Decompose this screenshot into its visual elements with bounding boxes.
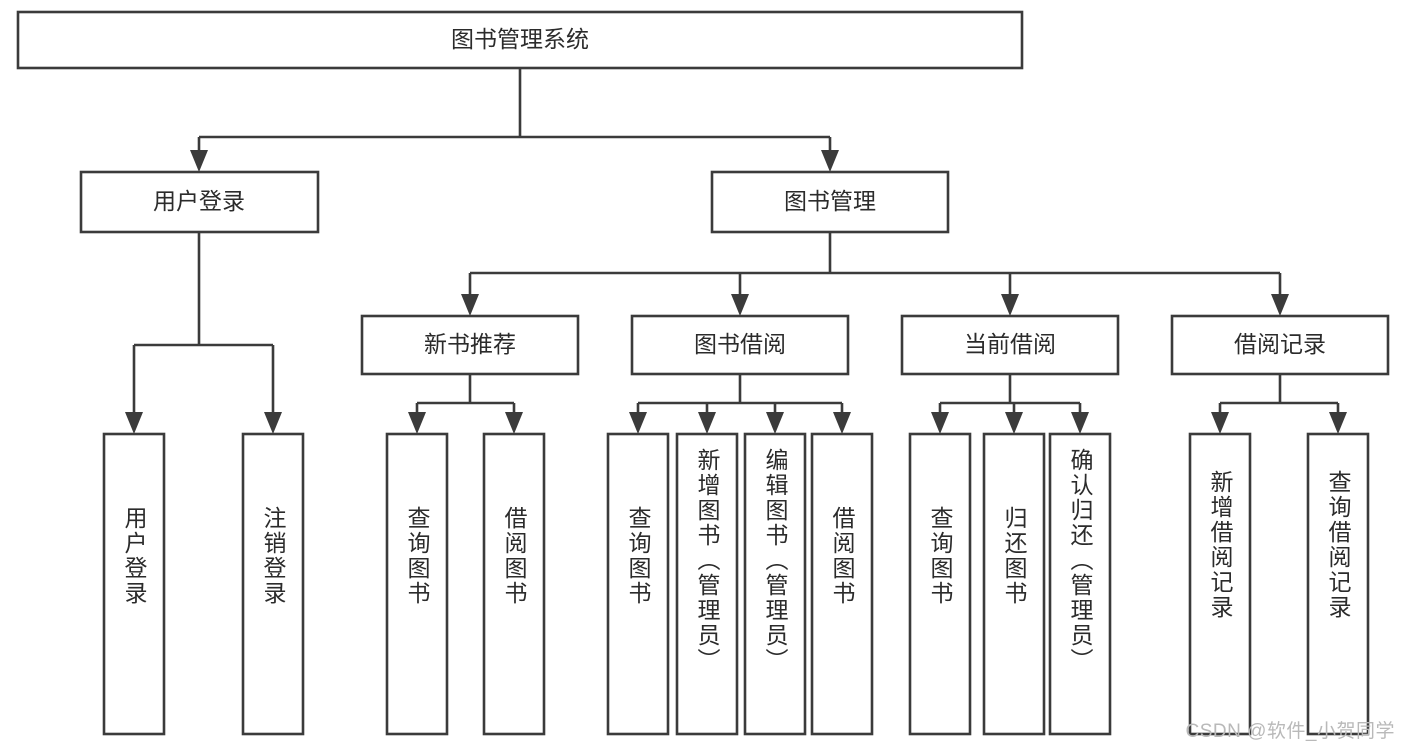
node-borrow-record-box[interactable]	[1170, 314, 1390, 376]
arrowhead-book-manage	[821, 150, 839, 172]
node-leaf-query-book-3-box[interactable]	[908, 432, 972, 736]
arrowhead-book-borrow	[731, 294, 749, 316]
node-borrow-record-label: 借阅记录	[1234, 331, 1326, 357]
connector-layer	[125, 68, 1347, 434]
node-leaf-return-book[interactable]: 归还图书	[982, 432, 1046, 736]
node-leaf-query-book-1-box[interactable]	[385, 432, 449, 736]
node-leaf-add-book-box[interactable]	[675, 432, 739, 736]
arrowhead-leaf-user-login	[125, 412, 143, 434]
node-leaf-edit-book[interactable]: 编辑图书（管理员）	[743, 432, 807, 736]
node-leaf-user-login[interactable]: 用户登录	[102, 432, 166, 736]
node-leaf-query-record-label: 查询借阅记录	[1325, 470, 1352, 620]
arrowhead-leaf-logout	[264, 412, 282, 434]
node-root-box[interactable]	[16, 10, 1024, 70]
node-leaf-user-login-label: 用户登录	[121, 506, 148, 606]
arrowhead-leaf-query-book-3	[931, 412, 949, 434]
node-leaf-edit-book-label: 编辑图书（管理员）	[762, 448, 789, 673]
arrowhead-leaf-edit-book	[766, 412, 784, 434]
node-leaf-add-record[interactable]: 新增借阅记录	[1188, 432, 1252, 736]
node-leaf-query-book-2[interactable]: 查询图书	[606, 432, 670, 736]
node-leaf-borrow-book-1-label: 借阅图书	[501, 506, 528, 606]
node-leaf-confirm-return-box[interactable]	[1048, 432, 1112, 736]
arrowhead-leaf-borrow-book-2	[833, 412, 851, 434]
node-leaf-query-record[interactable]: 查询借阅记录	[1306, 432, 1370, 736]
node-leaf-borrow-book-1[interactable]: 借阅图书	[482, 432, 546, 736]
arrowhead-leaf-add-record	[1211, 412, 1229, 434]
arrowhead-borrow-record	[1271, 294, 1289, 316]
node-current-borrow-label: 当前借阅	[964, 331, 1056, 357]
node-leaf-borrow-book-1-box[interactable]	[482, 432, 546, 736]
node-leaf-query-book-2-box[interactable]	[606, 432, 670, 736]
arrowhead-leaf-confirm-return	[1071, 412, 1089, 434]
node-new-book-rec[interactable]: 新书推荐	[360, 314, 580, 376]
node-book-borrow[interactable]: 图书借阅	[630, 314, 850, 376]
node-book-manage[interactable]: 图书管理	[710, 170, 950, 234]
node-leaf-query-book-1-label: 查询图书	[404, 506, 431, 606]
node-leaf-edit-book-box[interactable]	[743, 432, 807, 736]
node-leaf-query-record-box[interactable]	[1306, 432, 1370, 736]
arrowhead-new-book-rec	[461, 294, 479, 316]
node-leaf-logout-label: 注销登录	[260, 506, 287, 606]
node-user-login-box[interactable]	[79, 170, 320, 234]
node-leaf-logout-box[interactable]	[241, 432, 305, 736]
node-current-borrow-box[interactable]	[900, 314, 1120, 376]
node-leaf-borrow-book-2[interactable]: 借阅图书	[810, 432, 874, 736]
node-leaf-borrow-book-2-label: 借阅图书	[829, 506, 856, 606]
arrowhead-leaf-query-book-2	[629, 412, 647, 434]
node-leaf-add-book[interactable]: 新增图书（管理员）	[675, 432, 739, 736]
node-leaf-query-book-2-label: 查询图书	[625, 506, 652, 606]
node-leaf-query-book-1[interactable]: 查询图书	[385, 432, 449, 736]
node-leaf-confirm-return-label: 确认归还（管理员）	[1067, 448, 1094, 673]
node-book-borrow-box[interactable]	[630, 314, 850, 376]
arrowhead-leaf-query-record	[1329, 412, 1347, 434]
node-book-manage-label: 图书管理	[784, 188, 876, 214]
node-leaf-logout[interactable]: 注销登录	[241, 432, 305, 736]
arrowhead-leaf-borrow-book-1	[505, 412, 523, 434]
node-new-book-rec-box[interactable]	[360, 314, 580, 376]
node-leaf-query-book-3[interactable]: 查询图书	[908, 432, 972, 736]
node-root-label: 图书管理系统	[451, 26, 589, 52]
node-leaf-return-book-label: 归还图书	[1001, 506, 1028, 606]
node-leaf-add-record-label: 新增借阅记录	[1207, 470, 1234, 620]
node-leaf-return-book-box[interactable]	[982, 432, 1046, 736]
arrowhead-user-login	[190, 150, 208, 172]
node-leaf-user-login-box[interactable]	[102, 432, 166, 736]
node-leaf-add-record-box[interactable]	[1188, 432, 1252, 736]
node-user-login[interactable]: 用户登录	[79, 170, 320, 234]
node-new-book-rec-label: 新书推荐	[424, 331, 516, 357]
node-leaf-confirm-return[interactable]: 确认归还（管理员）	[1048, 432, 1112, 736]
node-book-borrow-label: 图书借阅	[694, 331, 786, 357]
node-root[interactable]: 图书管理系统	[16, 10, 1024, 70]
arrowhead-leaf-return-book	[1005, 412, 1023, 434]
node-leaf-borrow-book-2-box[interactable]	[810, 432, 874, 736]
arrowhead-current-borrow	[1001, 294, 1019, 316]
node-user-login-label: 用户登录	[153, 188, 245, 214]
node-borrow-record[interactable]: 借阅记录	[1170, 314, 1390, 376]
node-current-borrow[interactable]: 当前借阅	[900, 314, 1120, 376]
node-book-manage-box[interactable]	[710, 170, 950, 234]
node-leaf-query-book-3-label: 查询图书	[927, 506, 954, 606]
node-leaf-add-book-label: 新增图书（管理员）	[694, 448, 721, 673]
arrowhead-leaf-query-book-1	[408, 412, 426, 434]
arrowhead-leaf-add-book	[698, 412, 716, 434]
